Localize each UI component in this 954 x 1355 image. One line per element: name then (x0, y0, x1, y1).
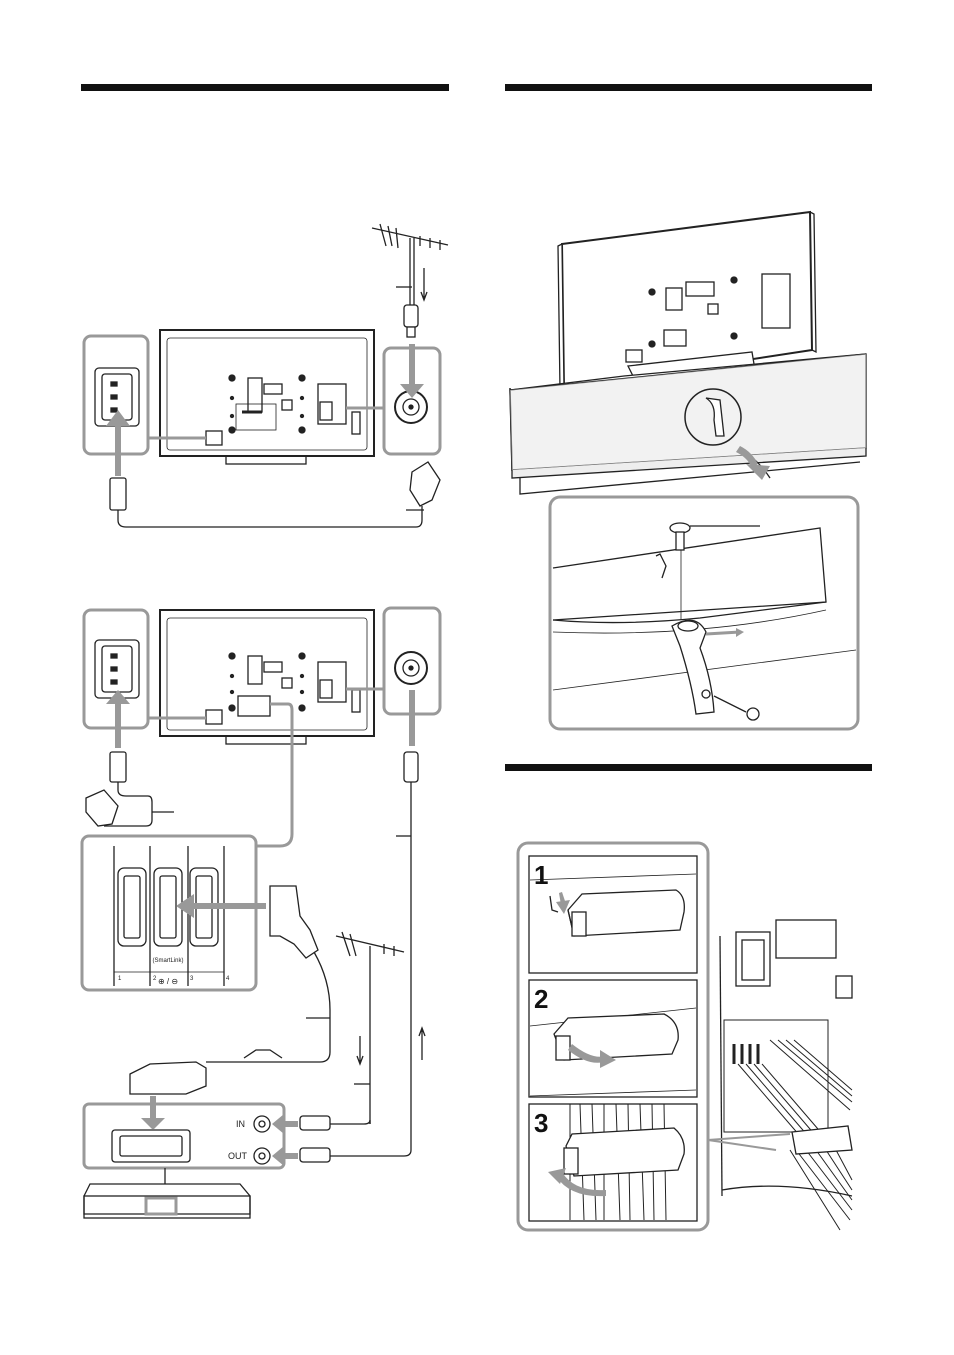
diagram-vcr-connection (82, 608, 440, 1218)
step-number-2: 2 (534, 984, 548, 1014)
step-number-3: 3 (534, 1108, 548, 1138)
scart-number-4: 4 (226, 976, 230, 982)
scart-caption: (SmartLink) (152, 958, 183, 964)
section-bar-connections (81, 84, 449, 91)
aerial-antenna-icon (372, 224, 448, 305)
aerial-antenna-icon (330, 932, 404, 1124)
vcr-in-label: IN (236, 1119, 245, 1129)
section-bar-stand-fixing (505, 84, 872, 91)
step-number-1: 1 (534, 860, 548, 890)
vcr-out-label: OUT (228, 1151, 248, 1161)
vcr-icon (84, 1168, 250, 1218)
scart-number-1: 1 (118, 976, 122, 982)
input-symbols: ⊕ / ⊖ (158, 977, 178, 986)
diagram-aerial-connection (84, 224, 448, 527)
scart-number-3: 3 (190, 976, 194, 982)
diagram-stand-fixing (510, 212, 866, 729)
screw-icon (670, 523, 690, 550)
section-bar-cable-clip (505, 764, 872, 771)
arrow-icon (736, 446, 770, 637)
scart-number-2: 2 (153, 976, 157, 982)
coax-plug-icon (404, 305, 418, 327)
